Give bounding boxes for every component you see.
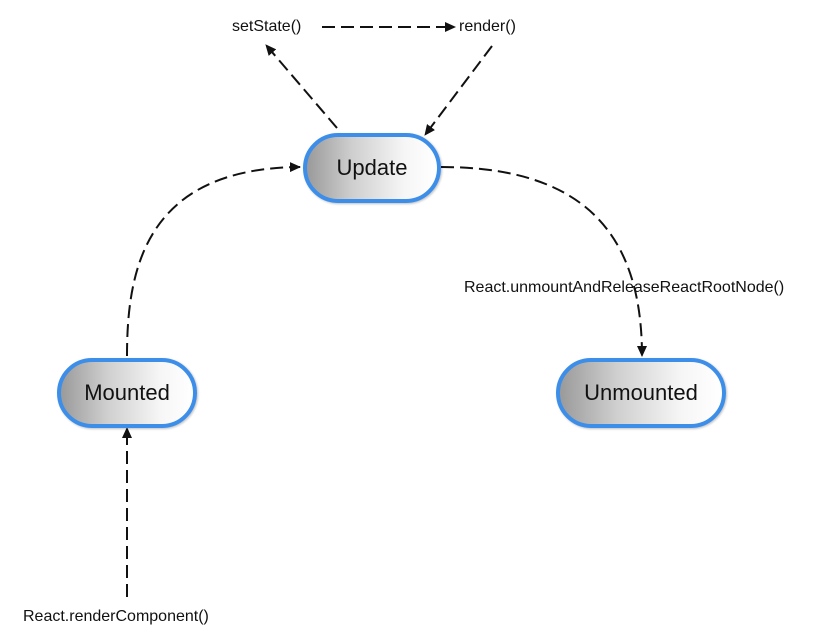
setstate-label: setState() xyxy=(232,18,302,35)
update-node: Update xyxy=(303,133,441,203)
render-component-label: React.renderComponent() xyxy=(23,608,209,625)
unmounted-node: Unmounted xyxy=(556,358,726,428)
edge-update-to-setstate xyxy=(265,44,338,129)
edge-render-to-update xyxy=(424,45,493,136)
edge-mounted-to-update xyxy=(126,162,301,357)
edge-update-to-unmounted xyxy=(440,166,647,357)
unmount-label: React.unmountAndReleaseReactRootNode() xyxy=(464,279,785,296)
render-label: render() xyxy=(459,18,516,35)
mounted-node: Mounted xyxy=(57,358,197,428)
